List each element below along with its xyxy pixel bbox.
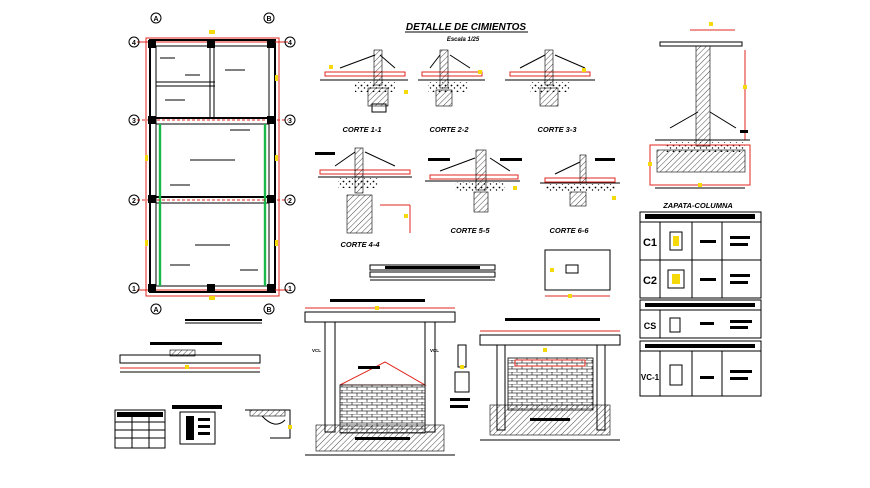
axis-label: 1 bbox=[288, 286, 292, 293]
axis-label: A bbox=[153, 16, 158, 23]
reinforcement-schedule-table bbox=[114, 409, 166, 449]
section-label: CORTE 2-2 bbox=[429, 125, 469, 134]
title-text: DETALLE DE CIMIENTOS bbox=[406, 22, 527, 33]
beam-strip-detail bbox=[369, 264, 496, 281]
axis-label: A bbox=[153, 307, 158, 314]
row-code: VC-1 bbox=[641, 373, 660, 382]
axis-label: B bbox=[266, 307, 271, 314]
axis-label: 2 bbox=[132, 198, 136, 205]
wall-elevation-low: VCL VCL bbox=[304, 299, 470, 456]
wall-label: VCL bbox=[430, 348, 439, 353]
zapata-columna-table: ZAPATA-COLUMNA C1 C2 CS VC-1 bbox=[639, 201, 762, 397]
section-label: CORTE 1-1 bbox=[342, 125, 381, 134]
stirrup-detail bbox=[172, 405, 222, 445]
footing-plan-box bbox=[544, 249, 611, 298]
section-label: CORTE 5-5 bbox=[450, 226, 490, 235]
beam-section-detail bbox=[119, 342, 261, 373]
section-label: CORTE 6-6 bbox=[549, 226, 589, 235]
row-code: CS bbox=[644, 321, 657, 331]
column-elevation bbox=[648, 22, 751, 189]
row-code: C2 bbox=[643, 275, 657, 287]
axis-label: 4 bbox=[132, 40, 136, 47]
axis-label: 3 bbox=[288, 118, 292, 125]
axis-label: B bbox=[266, 16, 271, 23]
drawing-title: DETALLE DE CIMIENTOS Escala 1/25 bbox=[405, 22, 528, 43]
section-3-3: CORTE 3-3 bbox=[505, 49, 595, 134]
row-code: C1 bbox=[643, 237, 657, 249]
axis-label: 3 bbox=[132, 118, 136, 125]
section-4-4: CORTE 4-4 bbox=[315, 147, 412, 249]
axis-bubble-2: 2 2 bbox=[128, 194, 296, 206]
wall-label: VCL bbox=[312, 348, 321, 353]
hook-detail bbox=[245, 409, 292, 439]
section-label: CORTE 4-4 bbox=[340, 240, 380, 249]
foundation-plan: 4 4 3 3 2 2 1 1 A A bbox=[128, 12, 296, 324]
axis-label: 1 bbox=[132, 286, 136, 293]
axis-bubble-col-b: B B bbox=[263, 12, 275, 315]
axis-label: 2 bbox=[288, 198, 292, 205]
axis-bubble-col-a: A A bbox=[150, 12, 162, 315]
axis-bubble-4: 4 4 bbox=[128, 36, 296, 48]
axis-label: 4 bbox=[288, 40, 292, 47]
wall-elevation-high bbox=[479, 318, 621, 441]
table-title: ZAPATA-COLUMNA bbox=[662, 201, 733, 210]
scale-text: Escala 1/25 bbox=[447, 37, 480, 43]
section-label: CORTE 3-3 bbox=[537, 125, 577, 134]
section-6-6: CORTE 6-6 bbox=[540, 154, 620, 235]
section-2-2: CORTE 2-2 bbox=[418, 49, 485, 134]
section-1-1: CORTE 1-1 bbox=[320, 49, 408, 134]
axis-bubble-3: 3 3 bbox=[128, 114, 296, 126]
axis-bubble-1: 1 1 bbox=[128, 282, 296, 294]
section-5-5: CORTE 5-5 bbox=[425, 149, 522, 235]
